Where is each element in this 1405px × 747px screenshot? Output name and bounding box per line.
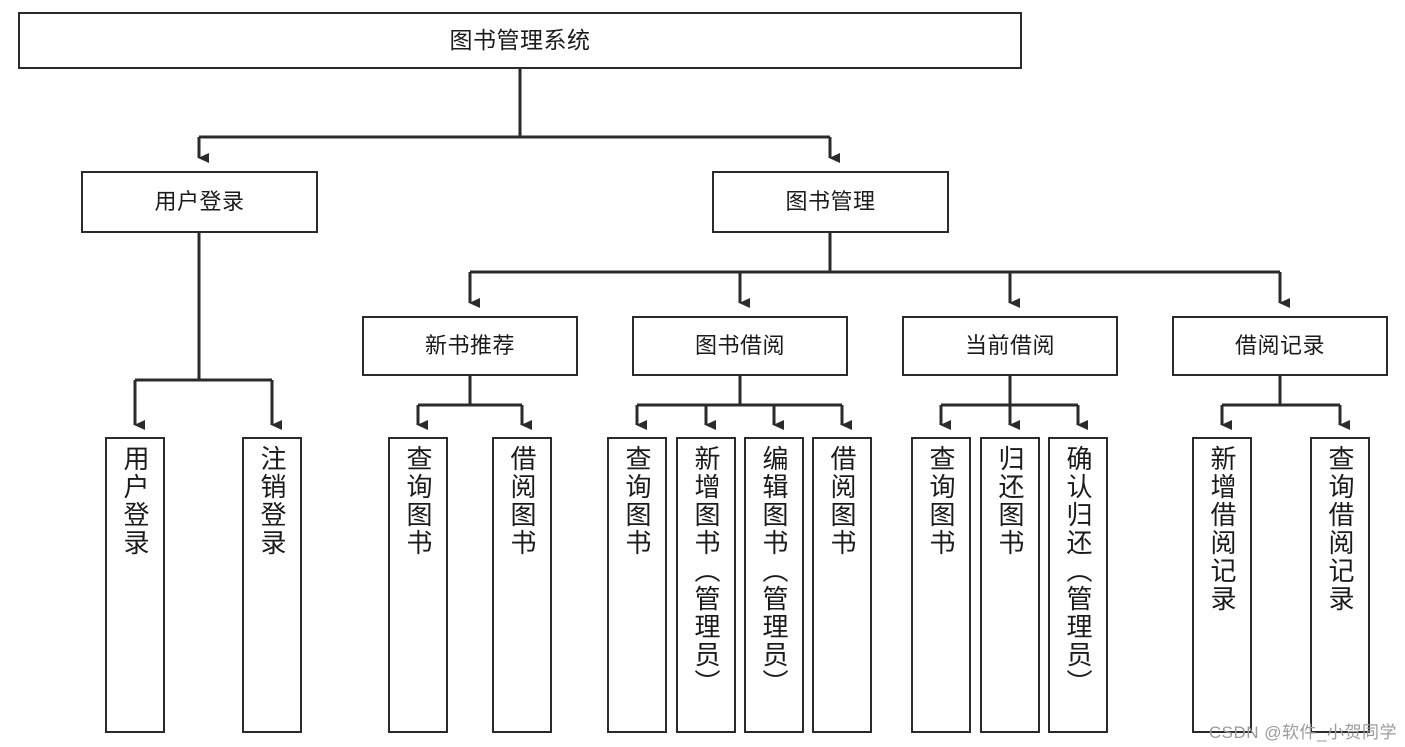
leaf-book-borrow-edit-label: 编辑图书（管理员） bbox=[759, 445, 789, 697]
leaf-book-borrow-add[interactable]: 新增图书（管理员） bbox=[676, 437, 736, 733]
leaf-user-login-login[interactable]: 用户登录 bbox=[105, 437, 165, 733]
node-borrow-record-label: 借阅记录 bbox=[1234, 333, 1325, 359]
leaf-borrow-record-add[interactable]: 新增借阅记录 bbox=[1192, 437, 1252, 733]
leaf-current-borrow-query[interactable]: 查询图书 bbox=[911, 437, 971, 733]
leaf-new-book-query-label: 查询图书 bbox=[403, 445, 433, 557]
node-book-management[interactable]: 图书管理 bbox=[712, 171, 949, 233]
leaf-borrow-record-add-label: 新增借阅记录 bbox=[1207, 445, 1237, 613]
node-current-borrow[interactable]: 当前借阅 bbox=[902, 316, 1118, 376]
leaf-new-book-borrow-label: 借阅图书 bbox=[507, 445, 537, 557]
node-root-system-label: 图书管理系统 bbox=[449, 26, 591, 53]
leaf-borrow-record-query-label: 查询借阅记录 bbox=[1325, 445, 1355, 613]
leaf-book-borrow-borrow-label: 借阅图书 bbox=[827, 445, 857, 557]
node-book-management-label: 图书管理 bbox=[785, 189, 876, 215]
leaf-book-borrow-query-label: 查询图书 bbox=[622, 445, 652, 557]
leaf-current-borrow-return-label: 归还图书 bbox=[995, 445, 1025, 557]
node-root-system[interactable]: 图书管理系统 bbox=[18, 12, 1022, 69]
leaf-current-borrow-confirm[interactable]: 确认归还（管理员） bbox=[1048, 437, 1108, 733]
leaf-borrow-record-query[interactable]: 查询借阅记录 bbox=[1310, 437, 1370, 733]
node-book-borrow-label: 图书借阅 bbox=[694, 333, 785, 359]
leaf-book-borrow-edit[interactable]: 编辑图书（管理员） bbox=[744, 437, 804, 733]
leaf-book-borrow-borrow[interactable]: 借阅图书 bbox=[812, 437, 872, 733]
leaf-user-login-logout[interactable]: 注销登录 bbox=[242, 437, 302, 733]
leaf-book-borrow-add-label: 新增图书（管理员） bbox=[691, 445, 721, 697]
node-borrow-record[interactable]: 借阅记录 bbox=[1172, 316, 1388, 376]
node-user-login[interactable]: 用户登录 bbox=[81, 171, 318, 233]
leaf-new-book-query[interactable]: 查询图书 bbox=[388, 437, 448, 733]
leaf-new-book-borrow[interactable]: 借阅图书 bbox=[492, 437, 552, 733]
node-new-book-recommend-label: 新书推荐 bbox=[424, 333, 515, 359]
leaf-user-login-login-label: 用户登录 bbox=[120, 445, 150, 557]
node-new-book-recommend[interactable]: 新书推荐 bbox=[362, 316, 578, 376]
watermark-text: CSDN @软件_小贺同学 bbox=[1208, 723, 1397, 742]
leaf-current-borrow-confirm-label: 确认归还（管理员） bbox=[1063, 445, 1093, 697]
leaf-book-borrow-query[interactable]: 查询图书 bbox=[607, 437, 667, 733]
leaf-user-login-logout-label: 注销登录 bbox=[257, 445, 287, 557]
leaf-current-borrow-query-label: 查询图书 bbox=[926, 445, 956, 557]
node-user-login-label: 用户登录 bbox=[154, 189, 245, 215]
leaf-current-borrow-return[interactable]: 归还图书 bbox=[980, 437, 1040, 733]
node-book-borrow[interactable]: 图书借阅 bbox=[632, 316, 848, 376]
node-current-borrow-label: 当前借阅 bbox=[964, 333, 1055, 359]
